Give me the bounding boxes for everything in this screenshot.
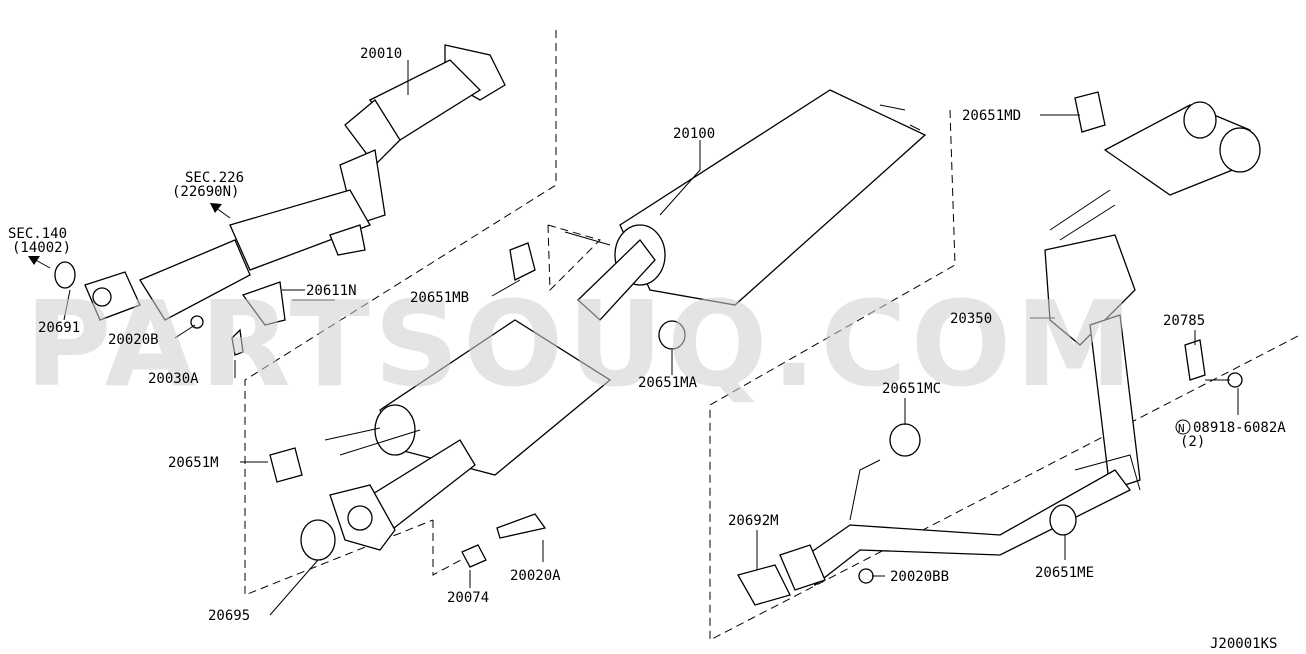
gasket-20691 (54, 261, 76, 289)
bracket-20611N (241, 281, 286, 326)
label-20651M[interactable]: 20651M (168, 455, 219, 471)
label-20695[interactable]: 20695 (208, 608, 250, 624)
label-20785[interactable]: 20785 (1163, 313, 1205, 329)
bracket-20785 (1184, 339, 1206, 381)
mount-rubber-20651MC (889, 423, 921, 457)
label-20020A[interactable]: 20020A (510, 568, 561, 584)
label-20691[interactable]: 20691 (38, 320, 80, 336)
mount-rubber-20651MA (658, 320, 686, 350)
label-20651MD[interactable]: 20651MD (962, 108, 1021, 124)
label-sec140[interactable]: SEC.140 (8, 226, 67, 242)
label-20020BB[interactable]: 20020BB (890, 569, 949, 585)
leader-lines (63, 60, 1239, 616)
flange-gasket (779, 544, 826, 591)
bolt-20030A (231, 328, 244, 356)
label-20651ME[interactable]: 20651ME (1035, 565, 1094, 581)
n-circle-icon (1175, 419, 1191, 435)
nut-20020BB (858, 568, 874, 584)
label-20020B[interactable]: 20020B (108, 332, 159, 348)
callout-labels: 20010 SEC.226 (22690N) SEC.140 (14002) 2… (8, 46, 1286, 652)
watermark: PARTSOUQ.COM (25, 275, 1137, 413)
label-20692M[interactable]: 20692M (728, 513, 779, 529)
label-20074[interactable]: 20074 (447, 590, 489, 606)
mount-rubber-20651MD (1074, 91, 1106, 133)
label-sec226[interactable]: SEC.226 (185, 170, 244, 186)
mount-rubber-20651MB (509, 242, 536, 281)
main-muffler-20350 (799, 101, 1261, 586)
group-boundary-front (244, 30, 557, 596)
center-muffler-20100 (564, 89, 927, 321)
nut-20020B (190, 315, 204, 329)
label-20100[interactable]: 20100 (673, 126, 715, 142)
label-20350[interactable]: 20350 (950, 311, 992, 327)
spring-20074 (461, 544, 487, 568)
label-08918-qty: (2) (1180, 434, 1205, 450)
label-20611N[interactable]: 20611N (306, 283, 357, 299)
nut-08918-6082A (1227, 372, 1243, 388)
label-20651MB[interactable]: 20651MB (410, 290, 469, 306)
arrow-sec226-icon (210, 203, 222, 213)
label-20030A[interactable]: 20030A (148, 371, 199, 387)
group-boundary-bolt (432, 520, 471, 576)
group-boundary-mid (547, 224, 601, 292)
ring-seal-20695 (300, 519, 336, 561)
label-20651MC[interactable]: 20651MC (882, 381, 941, 397)
mount-rubber-20651ME (1049, 504, 1077, 536)
arrow-sec140-icon (28, 256, 40, 265)
bolt-20020A (496, 513, 547, 539)
diagram-code: J20001KS (1210, 636, 1277, 652)
label-20010[interactable]: 20010 (360, 46, 402, 62)
label-08918-6082A[interactable]: 08918-6082A (1193, 420, 1286, 436)
pre-muffler (324, 319, 612, 551)
label-20651MA[interactable]: 20651MA (638, 375, 698, 391)
label-08918-prefix: N (1178, 422, 1185, 435)
label-sec140-sub: (14002) (12, 240, 71, 256)
front-tube-catalyst-20010 (84, 44, 506, 321)
label-sec226-sub: (22690N) (172, 184, 239, 200)
mount-rubber-20651M (269, 447, 303, 483)
gasket-20692M (737, 564, 791, 606)
